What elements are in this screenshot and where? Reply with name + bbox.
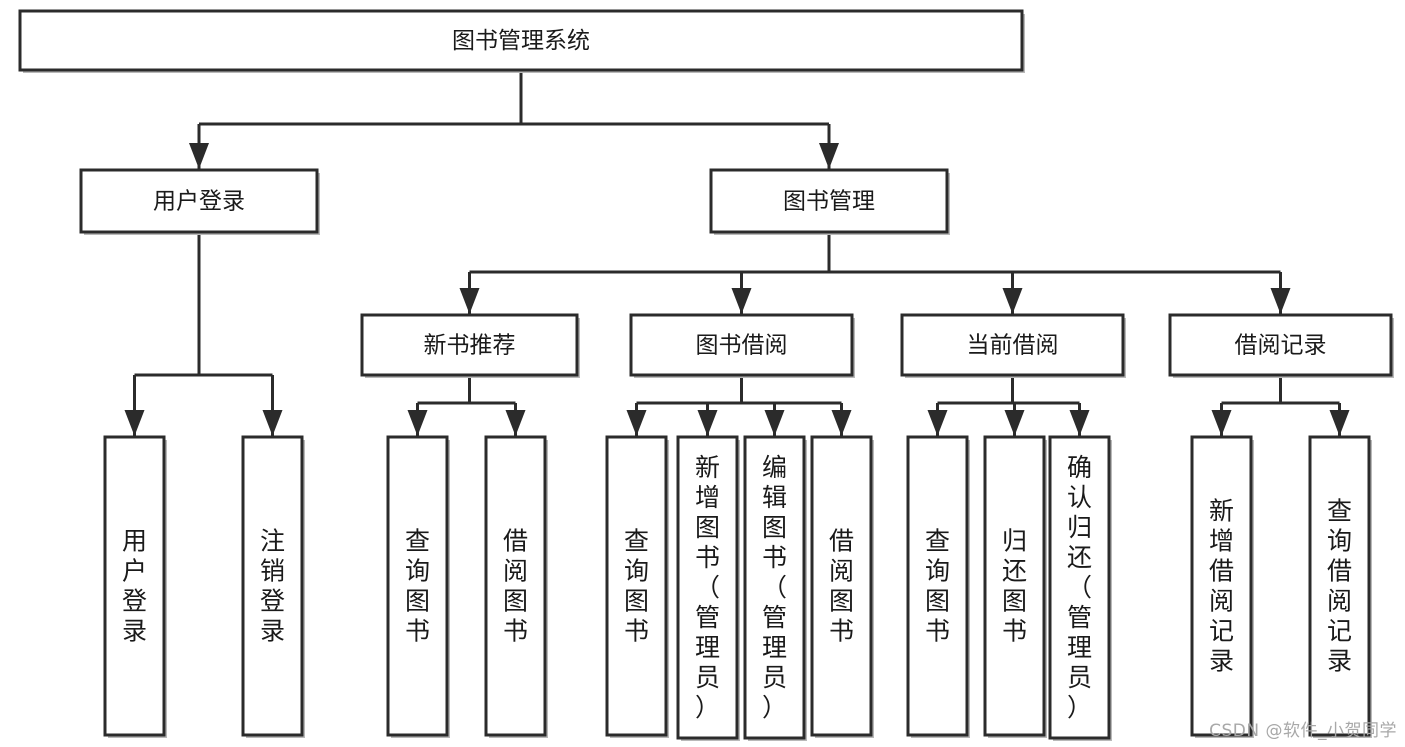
node-leaf-borrow-book-1[interactable]: 借阅图书 bbox=[484, 435, 548, 738]
connector-book-manage bbox=[459, 232, 1291, 314]
node-leaf-query-record[interactable]: 查询借阅记录 bbox=[1308, 435, 1372, 738]
node-leaf-edit-book[interactable]: 编辑图书（管理员） bbox=[743, 435, 807, 741]
node-label: 用户登录 bbox=[153, 189, 245, 215]
node-label: 图书借阅 bbox=[696, 333, 788, 359]
arrow-head-icon bbox=[1069, 410, 1090, 436]
arrow-head-icon bbox=[1270, 288, 1291, 314]
node-leaf-confirm-return[interactable]: 确认归还（管理员） bbox=[1048, 435, 1112, 741]
node-label: 图书管理 bbox=[783, 189, 875, 215]
node-leaf-add-book[interactable]: 新增图书（管理员） bbox=[676, 435, 740, 741]
node-label: 新增图书（管理员） bbox=[695, 453, 720, 722]
node-borrow-record[interactable]: 借阅记录 bbox=[1168, 313, 1394, 378]
connector-borrow-record bbox=[1211, 375, 1350, 436]
arrow-head-icon bbox=[407, 410, 428, 436]
connectors-layer bbox=[124, 70, 1350, 436]
node-new-book-rec[interactable]: 新书推荐 bbox=[360, 313, 580, 378]
arrow-head-icon bbox=[819, 143, 839, 169]
node-label: 查询图书 bbox=[624, 526, 649, 645]
arrow-head-icon bbox=[262, 410, 283, 436]
node-current-borrow[interactable]: 当前借阅 bbox=[900, 313, 1126, 378]
arrow-head-icon bbox=[189, 143, 209, 169]
arrow-head-icon bbox=[505, 410, 526, 436]
node-book-manage[interactable]: 图书管理 bbox=[709, 168, 950, 235]
node-root[interactable]: 图书管理系统 bbox=[18, 9, 1025, 73]
nodes-layer: 图书管理系统用户登录图书管理新书推荐图书借阅当前借阅借阅记录用户登录注销登录查询… bbox=[18, 9, 1394, 741]
node-book-borrow[interactable]: 图书借阅 bbox=[629, 313, 855, 378]
connector-new-book-rec bbox=[407, 375, 526, 436]
node-label: 归还图书 bbox=[1002, 526, 1027, 645]
node-label: 查询图书 bbox=[925, 526, 950, 645]
node-leaf-return-book[interactable]: 归还图书 bbox=[983, 435, 1047, 738]
csdn-watermark: CSDN @软件_小贺同学 bbox=[1209, 721, 1397, 741]
node-leaf-query-book-1[interactable]: 查询图书 bbox=[386, 435, 450, 738]
node-leaf-query-book-2[interactable]: 查询图书 bbox=[605, 435, 669, 738]
arrow-head-icon bbox=[731, 288, 752, 314]
node-label: 查询借阅记录 bbox=[1327, 496, 1352, 675]
node-label: 图书管理系统 bbox=[452, 28, 590, 54]
arrow-head-icon bbox=[764, 410, 785, 436]
node-label: 当前借阅 bbox=[967, 333, 1059, 359]
node-label: 注销登录 bbox=[260, 526, 285, 645]
node-leaf-query-book-3[interactable]: 查询图书 bbox=[906, 435, 970, 738]
node-leaf-add-record[interactable]: 新增借阅记录 bbox=[1190, 435, 1254, 738]
arrow-head-icon bbox=[697, 410, 718, 436]
arrow-head-icon bbox=[1002, 288, 1023, 314]
node-label: 查询图书 bbox=[405, 526, 430, 645]
node-label: 用户登录 bbox=[122, 526, 147, 645]
connector-root bbox=[189, 70, 839, 169]
arrow-head-icon bbox=[1329, 410, 1350, 436]
connector-current-borrow bbox=[927, 375, 1090, 436]
node-label: 借阅图书 bbox=[829, 526, 854, 645]
arrow-head-icon bbox=[459, 288, 480, 314]
node-label: 借阅图书 bbox=[503, 526, 528, 645]
connector-book-borrow bbox=[626, 375, 852, 436]
node-label: 新增借阅记录 bbox=[1209, 496, 1234, 675]
node-label: 借阅记录 bbox=[1235, 333, 1327, 359]
arrow-head-icon bbox=[124, 410, 145, 436]
arrow-head-icon bbox=[1004, 410, 1025, 436]
node-label: 新书推荐 bbox=[424, 333, 516, 359]
arrow-head-icon bbox=[626, 410, 647, 436]
arrow-head-icon bbox=[927, 410, 948, 436]
arrow-head-icon bbox=[1211, 410, 1232, 436]
node-leaf-user-login[interactable]: 用户登录 bbox=[103, 435, 167, 738]
node-leaf-borrow-book-2[interactable]: 借阅图书 bbox=[810, 435, 874, 738]
arrow-head-icon bbox=[831, 410, 852, 436]
node-leaf-logout[interactable]: 注销登录 bbox=[241, 435, 305, 738]
node-label: 编辑图书（管理员） bbox=[762, 453, 787, 722]
node-label: 确认归还（管理员） bbox=[1067, 453, 1092, 722]
node-user-login[interactable]: 用户登录 bbox=[79, 168, 320, 235]
connector-user-login bbox=[124, 232, 283, 436]
